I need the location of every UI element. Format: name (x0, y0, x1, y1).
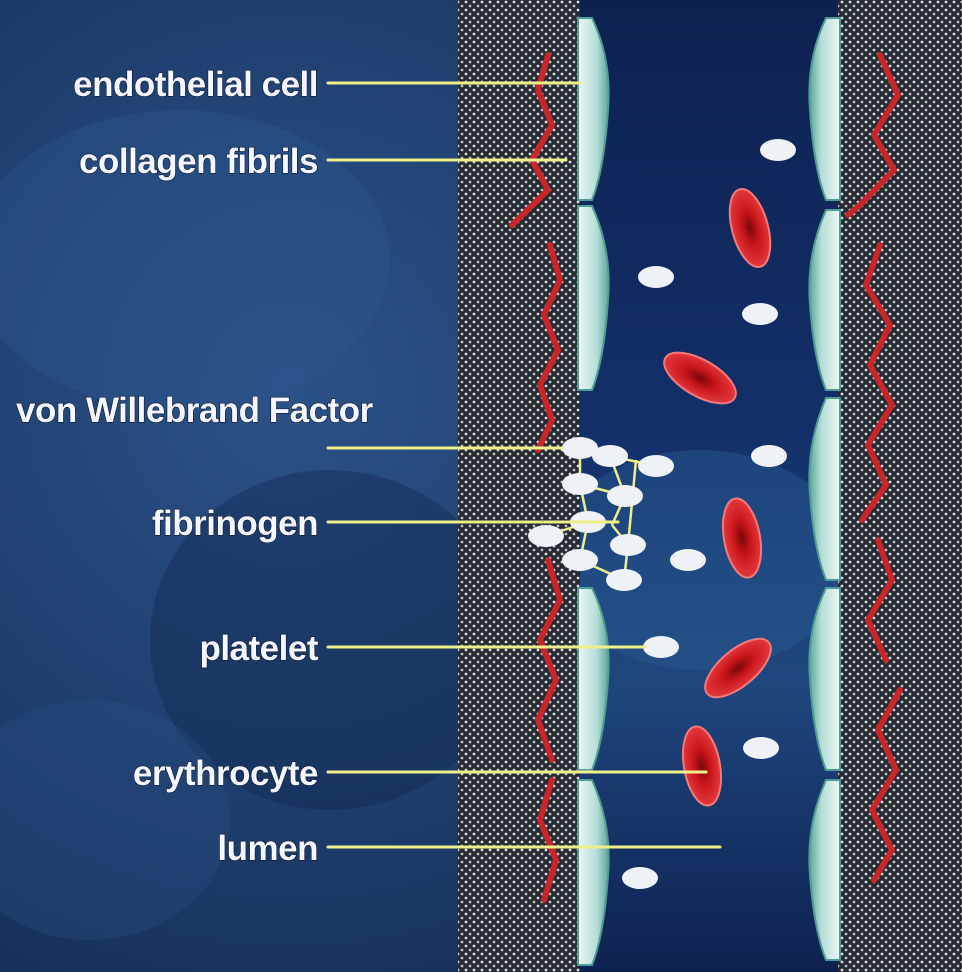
vessel-wall-left (458, 0, 580, 972)
platelet (643, 636, 679, 658)
vessel-wall-right (838, 0, 962, 972)
platelet-adhered (562, 549, 598, 571)
platelet (638, 266, 674, 288)
platelet-adhered (638, 455, 674, 477)
platelet-adhered (610, 534, 646, 556)
platelet (622, 867, 658, 889)
label-endothelial-cell: endothelial cell (73, 65, 318, 104)
label-lumen: lumen (217, 829, 318, 868)
label-fibrinogen: fibrinogen (152, 504, 318, 543)
label-von-willebrand-factor: von Willebrand Factor (16, 391, 374, 430)
platelet-adhered (528, 525, 564, 547)
platelet-adhered (592, 445, 628, 467)
platelet-adhered (562, 473, 598, 495)
platelet-adhered (607, 485, 643, 507)
platelet-adhered (606, 569, 642, 591)
label-erythrocyte: erythrocyte (133, 754, 318, 793)
platelet (751, 445, 787, 467)
label-collagen-fibrils: collagen fibrils (79, 142, 318, 181)
platelet (760, 139, 796, 161)
platelet (742, 303, 778, 325)
label-platelet: platelet (199, 629, 318, 668)
platelet (670, 549, 706, 571)
platelet (743, 737, 779, 759)
